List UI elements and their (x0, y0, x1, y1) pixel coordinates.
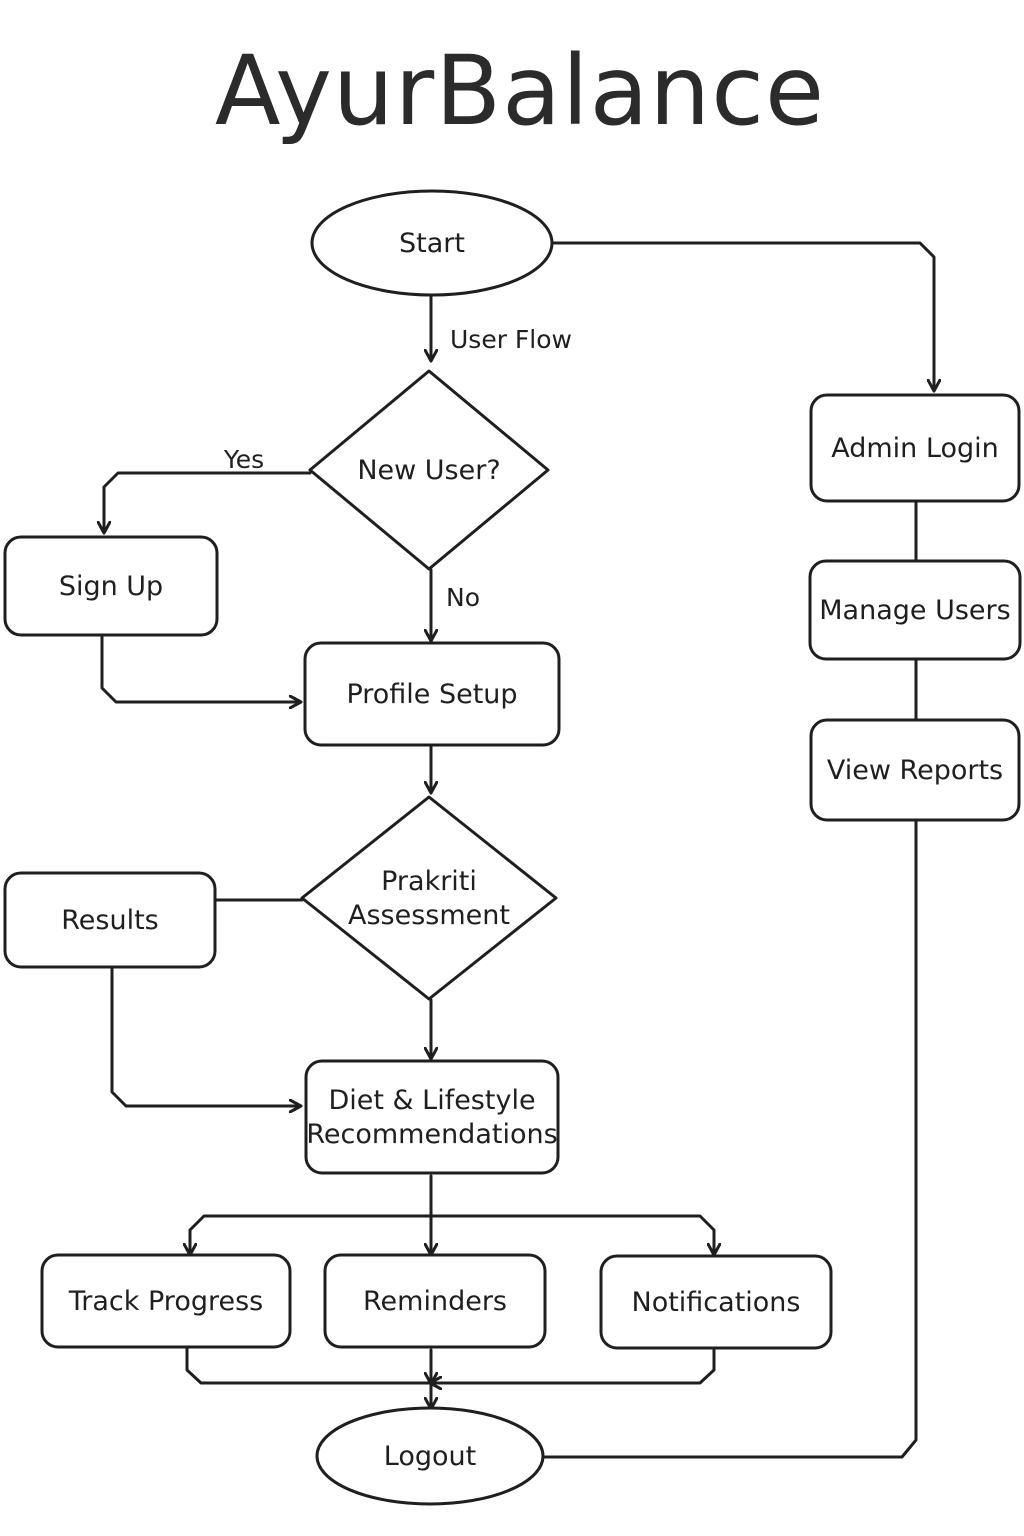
node-admin-login-label: Admin Login (831, 433, 998, 464)
node-results: Results (3, 871, 217, 969)
edge-start-to-admin-login (551, 241, 934, 390)
edge-label-new-user-to-sign-up: Yes (223, 445, 264, 474)
node-results-shape (3, 871, 217, 969)
node-notifications-label: Notifications (632, 1287, 801, 1318)
node-admin-login: Admin Login (809, 393, 1021, 503)
node-track: Track Progress (40, 1253, 292, 1349)
edge-label-new-user-to-profile-setup: No (446, 583, 480, 612)
edge-sign-up-to-profile-setup (100, 634, 300, 702)
node-manage-users-shape (808, 559, 1022, 661)
edge-new-user-to-sign-up (104, 471, 312, 532)
node-logout: Logout (315, 1406, 545, 1506)
edge-notifications-to-logout (431, 1348, 716, 1383)
node-view-reports-shape (809, 718, 1021, 822)
node-manage-users: Manage Users (808, 559, 1022, 661)
node-notifications-shape (599, 1254, 833, 1350)
node-sign-up-shape (3, 535, 219, 637)
node-track-shape (40, 1253, 292, 1349)
edge-label-start-to-new-user: User Flow (450, 325, 572, 354)
node-profile-setup-shape (303, 641, 561, 747)
node-new-user-label: New User? (357, 455, 500, 486)
node-new-user: New User? (308, 369, 550, 571)
edge-track-to-logout (185, 1346, 431, 1408)
node-prakriti-label: Prakriti (381, 866, 477, 897)
node-profile-setup-label: Profile Setup (346, 679, 517, 710)
node-admin-login-shape (809, 393, 1021, 503)
node-sign-up: Sign Up (3, 535, 219, 637)
node-start-shape (310, 189, 554, 297)
edge-diet-to-track (190, 1174, 433, 1254)
node-manage-users-label: Manage Users (819, 595, 1010, 626)
node-new-user-shape (308, 369, 550, 571)
edge-view-reports-to-logout (543, 820, 918, 1459)
node-results-label: Results (61, 905, 159, 936)
node-start: Start (310, 189, 554, 297)
edges-layer (100, 241, 934, 1459)
node-logout-shape (315, 1406, 545, 1506)
node-logout-label: Logout (384, 1441, 476, 1472)
node-prakriti-shape (300, 795, 558, 1001)
edge-diet-to-notifications (429, 1214, 714, 1254)
node-reminders-label: Reminders (363, 1286, 507, 1317)
node-track-label: Track Progress (68, 1286, 263, 1317)
node-diet-label: Recommendations (306, 1119, 557, 1150)
node-sign-up-label: Sign Up (59, 571, 163, 602)
edge-results-to-diet (110, 966, 300, 1106)
node-reminders-shape (323, 1253, 547, 1349)
node-reminders: Reminders (323, 1253, 547, 1349)
node-prakriti-label: Assessment (348, 900, 510, 931)
node-notifications: Notifications (599, 1254, 833, 1350)
node-view-reports: View Reports (809, 718, 1021, 822)
node-start-label: Start (399, 228, 465, 259)
node-view-reports-label: View Reports (827, 755, 1003, 786)
node-profile-setup: Profile Setup (303, 641, 561, 747)
node-diet-shape (304, 1059, 560, 1175)
node-diet-label: Diet & Lifestyle (328, 1085, 535, 1116)
diagram-title: AyurBalance (215, 35, 825, 147)
